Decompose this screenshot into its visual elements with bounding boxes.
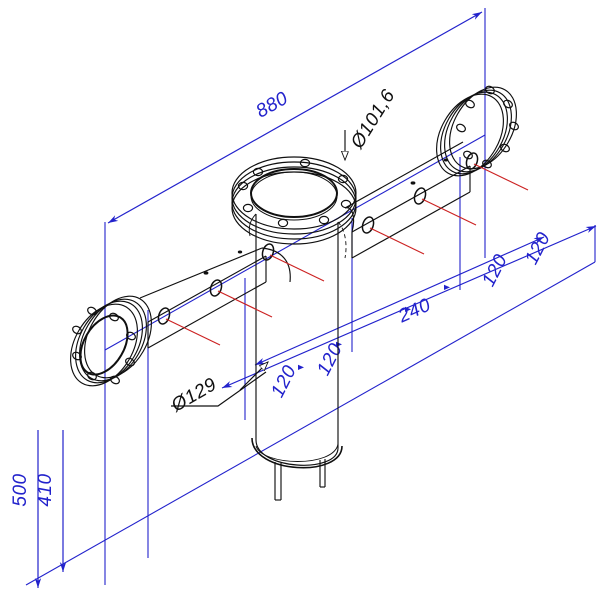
right-flange-bolts — [456, 85, 519, 169]
left-pipe-top-edge — [147, 255, 267, 323]
top-bolt-1 — [252, 167, 264, 177]
right-flange-ring-b — [444, 89, 512, 173]
dimension-880-line — [107, 11, 483, 224]
right-bolt-7 — [456, 123, 466, 133]
dimension-410-label: 410 — [35, 473, 56, 506]
vertical-pipe-cap-outer — [255, 439, 339, 466]
left-bolt-3 — [126, 331, 136, 341]
top-bolt-7 — [242, 203, 254, 213]
right-flange-ring-c — [440, 91, 508, 175]
port-centerlines — [165, 163, 529, 346]
port-l3 — [261, 243, 275, 261]
left-pipe-small-port — [203, 271, 209, 275]
right-pipe-small-port — [410, 181, 416, 185]
left-flange-bore — [79, 314, 129, 376]
port-r2 — [413, 187, 427, 205]
right-flange-face-outer — [449, 86, 517, 170]
top-bolt-8 — [237, 181, 249, 191]
diameter-129-leader-shoulder — [171, 371, 267, 407]
top-bolt-3 — [337, 174, 349, 184]
left-flange — [70, 295, 152, 387]
right-flange — [436, 85, 519, 177]
left-bolt-7 — [72, 351, 82, 361]
top-flange-bolts — [237, 158, 352, 228]
port-l2 — [209, 279, 223, 297]
right-bolt-5 — [482, 159, 492, 169]
dimension-heights: 500 410 — [10, 430, 67, 588]
chain-tick-2 — [444, 284, 450, 290]
plane-edge-bottom-left — [25, 369, 406, 586]
top-bolt-5 — [318, 215, 330, 225]
left-pipe-upper-silhouette — [139, 247, 263, 299]
left-bolt-2 — [109, 312, 119, 322]
left-flange-bolts — [72, 306, 136, 385]
left-pipe-bottom-edge — [147, 281, 267, 349]
left-bolt-5 — [110, 375, 120, 385]
chain-tick-3 — [298, 364, 304, 370]
left-bolt-4 — [125, 357, 135, 367]
centerline-l3 — [269, 254, 325, 282]
port-r1 — [361, 216, 375, 234]
top-bolt-2 — [299, 158, 311, 168]
port-l1 — [157, 307, 171, 325]
left-flange-ring-b — [75, 300, 143, 384]
left-flange-ring-c — [79, 298, 147, 382]
left-bolt-8 — [72, 325, 82, 335]
left-pipe-branch-blend — [261, 247, 291, 283]
top-flange-bore-inner — [250, 171, 338, 221]
centerline-l2 — [217, 290, 273, 318]
chain-tick-4 — [405, 306, 411, 312]
left-flange-face-outer — [70, 303, 138, 387]
right-bolt-2 — [503, 99, 513, 109]
dimension-500-label: 500 — [10, 473, 31, 506]
right-bolt-4 — [500, 143, 510, 153]
left-bolt-1 — [87, 306, 97, 316]
dim-chain-line-inner — [254, 236, 545, 366]
right-pipe-top-edge — [351, 165, 471, 233]
vertical-pipe-junction-left — [248, 213, 257, 237]
right-bolt-3 — [509, 121, 519, 131]
vertical-pipe-junction-hidden — [337, 221, 347, 259]
right-pipe-bottom-edge — [351, 191, 471, 259]
right-bolt-1 — [485, 85, 495, 95]
diameter-129-leader-arrow — [239, 362, 268, 391]
part-geometry — [70, 85, 519, 501]
right-horizontal-pipe — [344, 141, 479, 259]
left-pipe-small-port-2 — [237, 250, 243, 254]
right-flange-ring-d — [436, 93, 504, 177]
top-bolt-6 — [277, 218, 289, 228]
top-bolt-4 — [340, 199, 352, 209]
vertical-pipe-cap-rim — [251, 437, 343, 469]
vertical-pipe — [248, 213, 347, 501]
centerline-r3 — [473, 163, 529, 191]
centerline-r1 — [369, 227, 425, 255]
centerline-r2 — [421, 198, 477, 226]
right-bolt-6 — [463, 150, 473, 160]
left-horizontal-pipe — [139, 243, 291, 349]
right-pipe-upper-silhouette — [344, 141, 464, 209]
right-bolt-8 — [465, 99, 475, 109]
vertical-pipe-cap-inner — [255, 443, 339, 462]
left-pipe-ports — [157, 243, 275, 325]
left-bolt-6 — [87, 371, 97, 381]
centerline-l1 — [165, 318, 221, 346]
top-flange — [231, 156, 357, 245]
